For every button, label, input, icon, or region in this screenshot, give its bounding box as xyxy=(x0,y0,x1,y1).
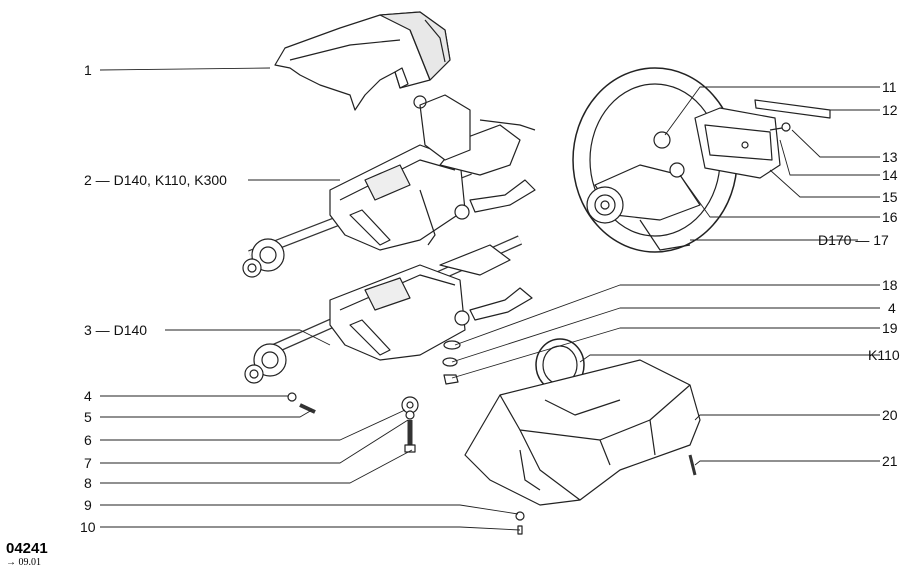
callout-17-variant: D170 xyxy=(818,232,852,248)
steering-column-upper xyxy=(242,94,536,278)
callout-7: 7 xyxy=(84,455,92,471)
callout-5: 5 xyxy=(84,409,92,425)
callout-8: 8 xyxy=(84,475,92,491)
callout-14: 14 xyxy=(882,167,898,183)
callout-17: D170 — 17 xyxy=(818,232,889,248)
callout-3: 3 — D140 xyxy=(84,322,148,338)
steering-wheel xyxy=(572,67,738,253)
horn-pad xyxy=(694,99,831,179)
upper-column-cover xyxy=(274,11,451,111)
callout-21: 21 xyxy=(882,453,898,469)
callout-9: 9 xyxy=(84,497,92,513)
callout-11: 11 xyxy=(882,79,897,95)
callout-13: 13 xyxy=(882,149,898,165)
callout-20: 20 xyxy=(882,407,898,423)
callout-4-right: 4 xyxy=(888,300,896,316)
callout-19: 19 xyxy=(882,320,898,336)
callout-6: 6 xyxy=(84,432,92,448)
lower-column-cover xyxy=(464,359,701,506)
callout-12: 12 xyxy=(882,102,898,118)
callout-15: 15 xyxy=(882,189,898,205)
callout-1: 1 xyxy=(84,62,92,78)
drawing-code: 04241 xyxy=(6,540,48,557)
callout-2: 2 — D140, K110, K300 xyxy=(84,172,227,188)
callout-2-variant: D140, K110, K300 xyxy=(113,172,227,188)
callout-k110: K110 xyxy=(868,347,900,363)
fasteners-left xyxy=(287,392,419,453)
callout-10: 10 xyxy=(80,519,96,535)
callout-4-left: 4 xyxy=(84,388,92,404)
revision-note: → 09.01 xyxy=(6,557,41,568)
leader-lines xyxy=(99,67,880,531)
fasteners-right xyxy=(442,340,461,385)
steering-column-lower xyxy=(244,235,533,384)
callout-16: 16 xyxy=(882,209,898,225)
callout-18: 18 xyxy=(882,277,898,293)
callout-3-variant: D140 xyxy=(113,322,148,338)
